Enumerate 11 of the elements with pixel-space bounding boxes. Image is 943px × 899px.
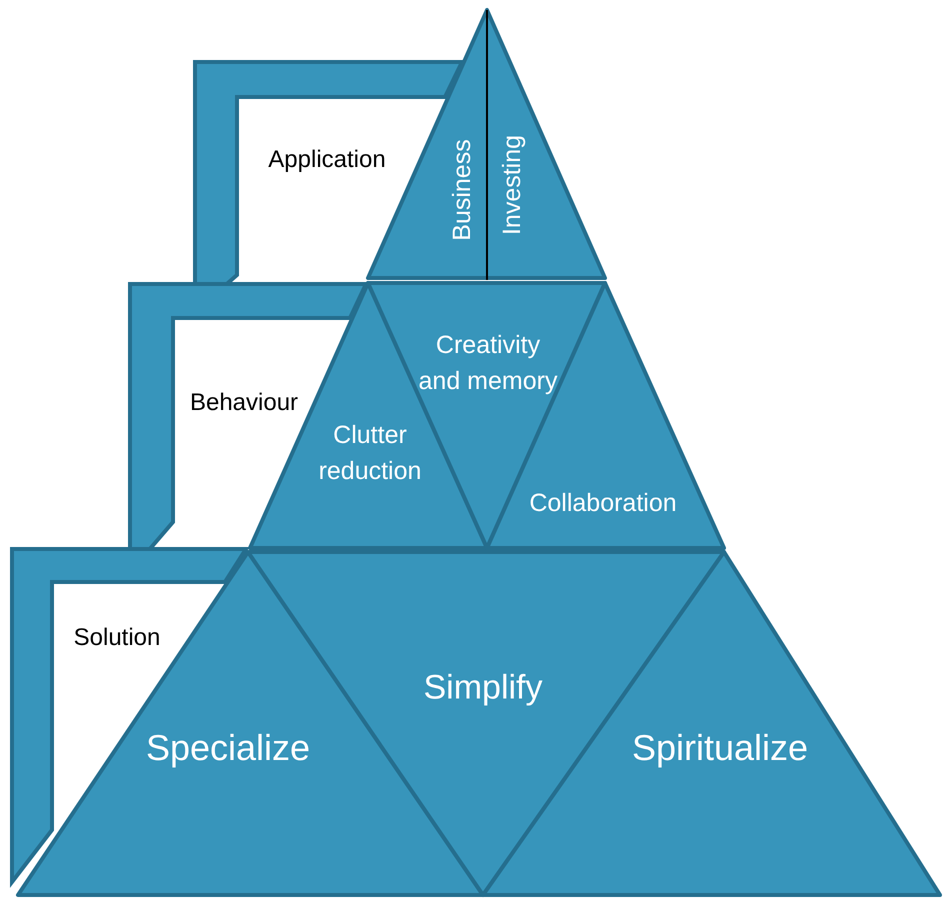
level-label: Behaviour xyxy=(190,389,298,417)
level-label: Solution xyxy=(74,624,160,652)
segment-label: Creativity and memory xyxy=(418,330,558,397)
segment-label: Investing xyxy=(496,134,527,236)
segment-label: Clutter reduction xyxy=(318,420,422,487)
segment-label: Specialize xyxy=(144,726,312,770)
segment-label: Simplify xyxy=(422,667,544,708)
level-label: Application xyxy=(268,146,386,174)
segment-label: Collaboration xyxy=(528,488,678,519)
segment-label: Spiritualize xyxy=(630,726,810,770)
segment-label: Business xyxy=(446,139,477,241)
